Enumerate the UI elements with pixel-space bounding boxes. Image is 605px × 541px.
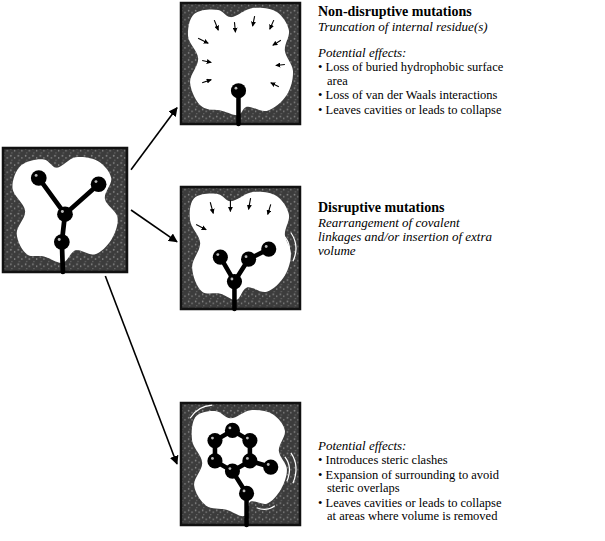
atom-highlight [58,238,61,241]
atom-ball [207,453,222,468]
mutation-panel: Disruptive mutationsRearrangement of cov… [180,186,301,310]
collapse-arrow [196,225,206,230]
cavity [192,410,287,516]
protein-matrix [181,403,300,525]
atom-ball [225,463,240,478]
collapse-arrow [253,16,255,26]
strain-ripple [291,233,296,261]
strain-ripple [285,457,290,481]
atom-highlight [265,245,268,248]
collapse-arrow [268,204,271,214]
protein-core-illustration [2,147,128,273]
bullet-item: • Leaves cavities or leads to collapse [318,104,518,118]
atom-highlight [267,463,270,466]
atom-highlight [229,467,232,470]
atom-ball [225,423,240,438]
mutation-panel: Potential effects:• Introduces steric cl… [180,402,301,526]
collapse-arrow [230,200,231,211]
atom-ball [227,274,242,289]
strain-ripple [285,237,290,259]
atom-ball [242,433,257,448]
collapse-arrow [271,83,279,87]
atom-highlight [231,278,234,281]
atom-ball [57,206,73,221]
heading: Disruptive mutations [318,200,503,216]
panel-caption: Disruptive mutationsRearrangement of cov… [318,200,503,258]
atom-highlight [211,457,214,460]
atom-highlight [61,210,64,213]
strain-ripple [291,453,296,483]
collapse-arrow [276,65,285,66]
section-label: Potential effects: [318,439,503,453]
atom-ball [239,486,254,501]
collapse-arrow [214,20,218,30]
atom-highlight [216,253,219,256]
atom-ball [242,453,257,468]
subtitle: Rearrangement of covalent linkages and/o… [318,216,503,258]
strain-ripple [257,506,275,510]
atom-highlight [243,490,246,493]
arrow-connector [105,276,177,464]
atom-ball [231,83,246,98]
collapse-arrow [270,20,274,29]
atom-ball [213,250,228,265]
bullet-item: • Loss of buried hydrophobic surface are… [318,61,518,88]
protein-core-illustration [180,186,301,310]
panel-caption: Potential effects:• Introduces steric cl… [318,435,503,524]
section-label: Potential effects: [318,46,518,60]
protein-matrix [181,187,300,309]
bullet-item: • Introduces steric clashes [318,454,503,468]
atom-highlight [211,437,214,440]
collapse-arrow [202,80,211,83]
bullet-item: • Leaves cavities or leads to collapse a… [318,497,503,524]
atom-ball [263,459,278,474]
atom-highlight [246,457,249,460]
atom-ball [31,170,47,185]
protein-core-illustration [180,402,301,526]
atom-ball [91,176,107,191]
bullet-item: • Expansion of surrounding to avoid ster… [318,469,503,496]
mutation-panel [2,147,128,273]
collapse-arrow [249,198,251,209]
protein-matrix [3,148,127,272]
panel-caption: Non-disruptive mutationsTruncation of in… [318,4,518,117]
atom-ball [241,252,256,267]
arrow-connector [131,108,177,170]
collapse-arrow [210,202,213,213]
protein-core-illustration [180,2,301,125]
strain-ripple [190,405,212,418]
collapse-arrow [273,40,281,45]
atom-highlight [246,437,249,440]
protein-matrix [181,3,300,124]
atom-highlight [35,174,38,177]
atom-highlight [95,180,98,183]
collapse-arrow [198,38,208,43]
collapse-arrow [202,60,211,62]
strain-ripple [194,412,212,424]
atom-ball [261,241,276,256]
atom-ball [207,433,222,448]
bullet-item: • Loss of van der Waals interactions [318,89,518,103]
subtitle: Truncation of internal residue(s) [318,20,518,34]
atom-highlight [245,255,248,258]
mutation-panel: Non-disruptive mutationsTruncation of in… [180,2,301,125]
cavity [190,192,291,300]
heading: Non-disruptive mutations [318,4,518,20]
atom-highlight [229,426,232,429]
cavity [12,157,117,263]
atom-ball [54,234,70,249]
atom-highlight [235,87,238,90]
collapse-arrow [234,22,235,32]
arrow-connector [131,210,177,242]
